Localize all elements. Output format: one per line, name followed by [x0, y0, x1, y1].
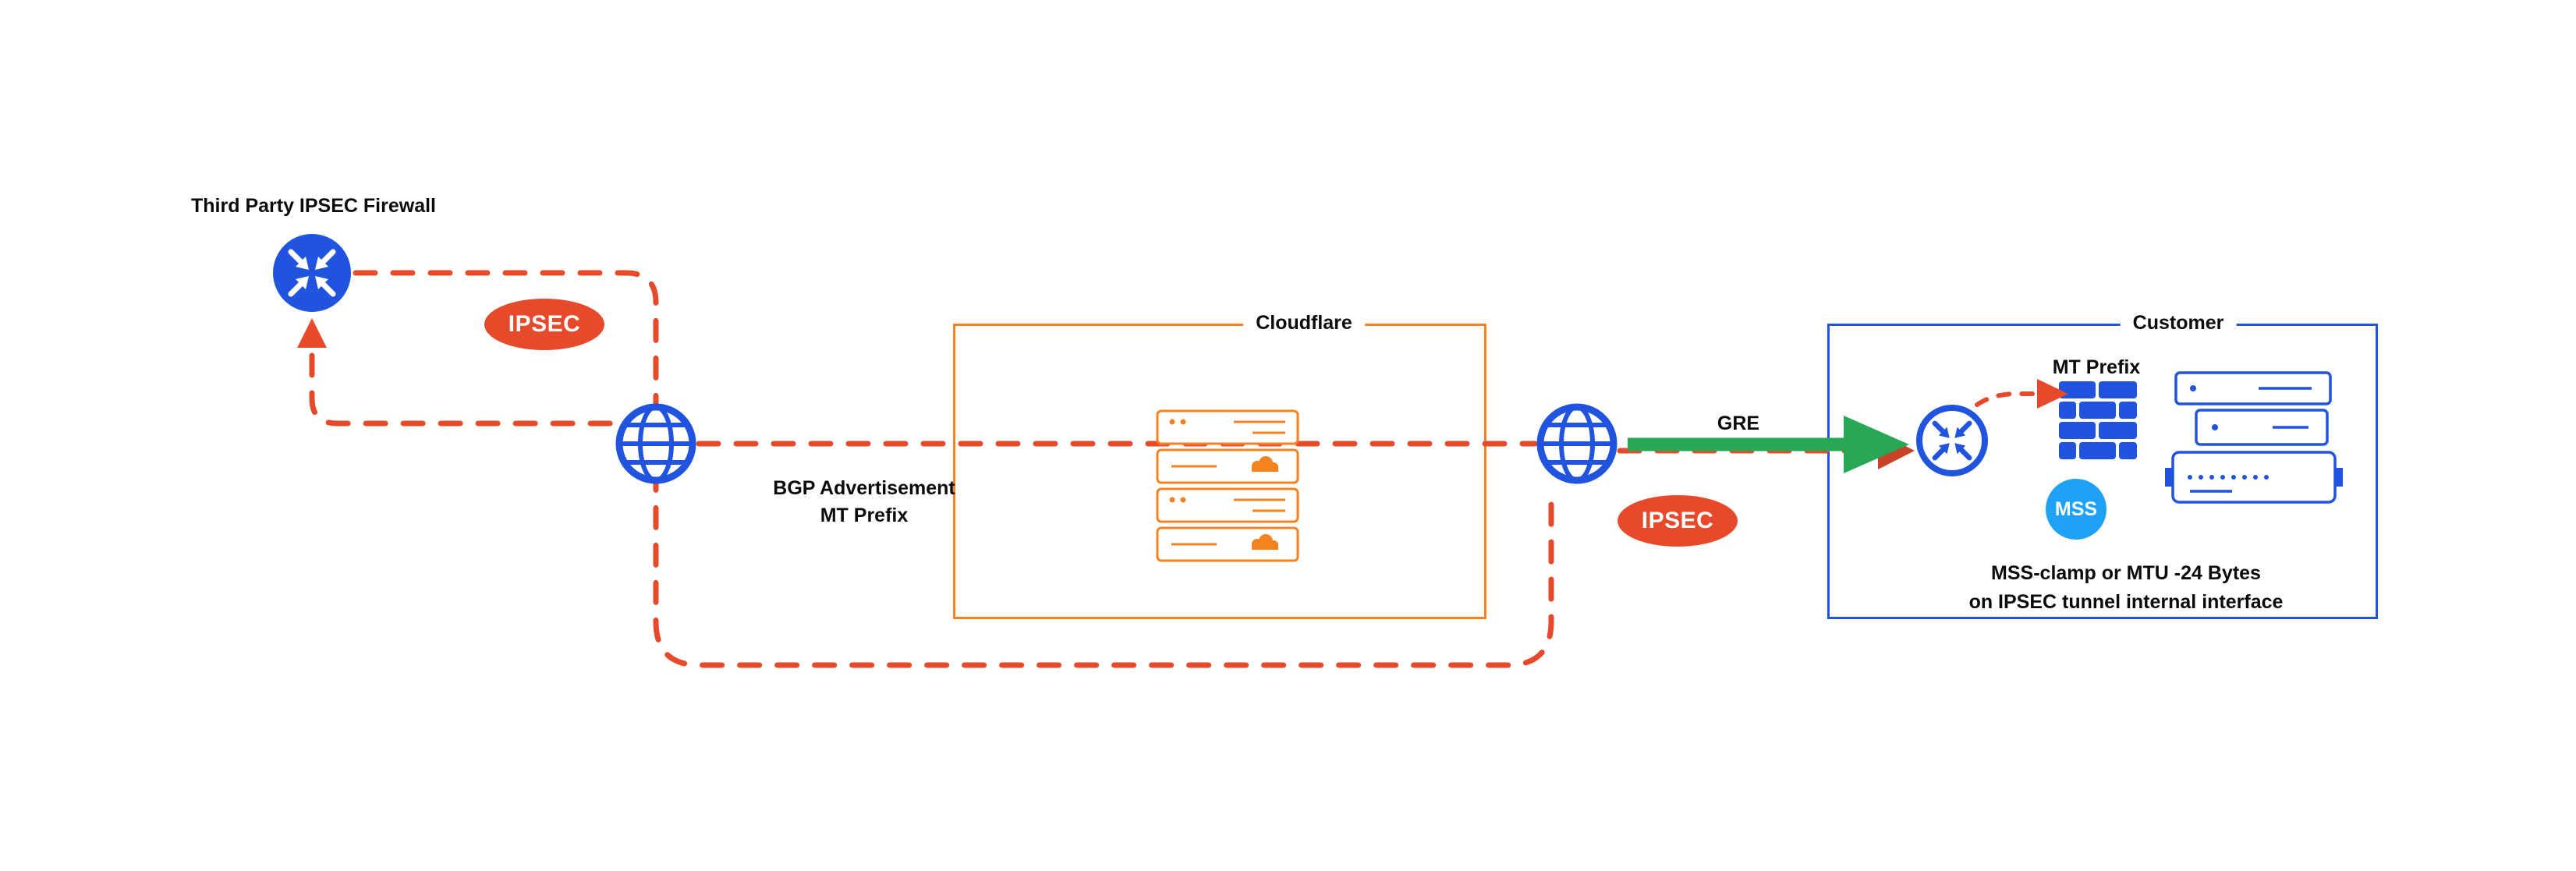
third-party-firewall-label: Third Party IPSEC Firewall	[191, 195, 436, 217]
mt-prefix-label: MT Prefix	[2052, 356, 2141, 378]
mss-clamp-note-line2: on IPSEC tunnel internal interface	[1968, 591, 2284, 613]
ipsec-badge-right: IPSEC	[1618, 495, 1738, 547]
bgp-advertisement-line1: BGP Advertisement	[773, 477, 955, 499]
up-arrowhead	[297, 318, 327, 348]
ipsec-badge-left: IPSEC	[484, 299, 604, 350]
ipsec-return-path	[309, 352, 619, 427]
gre-label: GRE	[1717, 412, 1760, 434]
mss-badge-label: MSS	[2054, 497, 2098, 520]
mss-clamp-note-line1: MSS-clamp or MTU -24 Bytes	[1991, 562, 2261, 584]
bgp-advertisement-line2: MT Prefix	[820, 505, 909, 526]
ipsec-badge-right-label: IPSEC	[1641, 508, 1714, 533]
mss-badge: MSS	[2046, 479, 2107, 540]
customer-box-label: Customer	[2120, 310, 2237, 336]
internet-globe-right-icon	[1536, 403, 1618, 484]
internet-globe-left-icon	[615, 403, 696, 484]
customer-box	[1827, 324, 2378, 619]
third-party-router-icon	[273, 234, 351, 312]
ipsec-badge-left-label: IPSEC	[508, 311, 581, 337]
cloudflare-box	[953, 324, 1486, 619]
cloudflare-box-label: Cloudflare	[1243, 310, 1365, 336]
mss-clamp-note: MSS-clamp or MTU -24 Bytes on IPSEC tunn…	[1969, 559, 2284, 617]
bgp-advertisement-label: BGP Advertisement MT Prefix	[773, 475, 955, 529]
